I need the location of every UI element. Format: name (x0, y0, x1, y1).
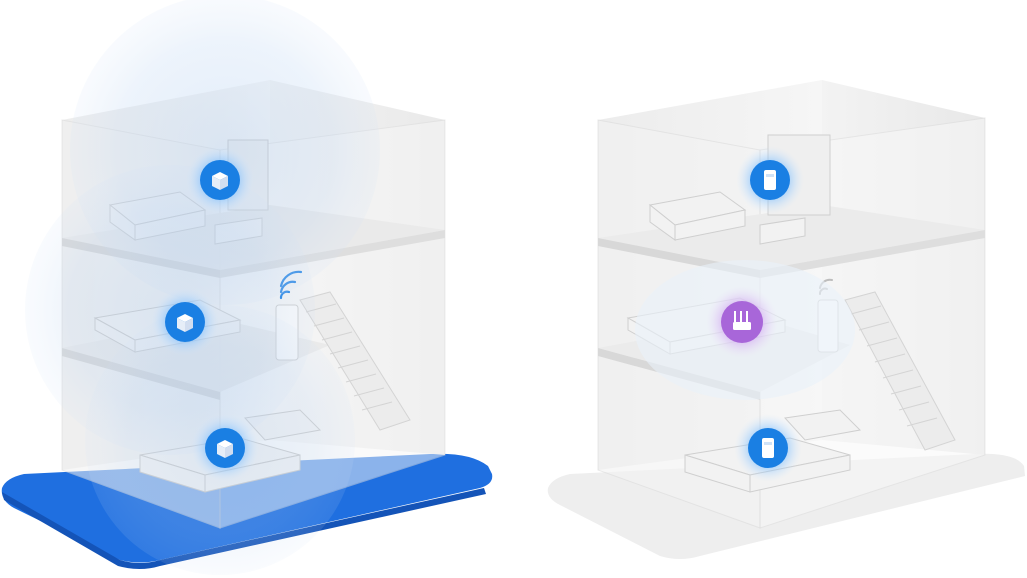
mesh-node-top (186, 146, 254, 214)
extender-icon (764, 170, 776, 190)
router-icon (733, 311, 751, 330)
extender-icon (762, 438, 774, 458)
extender-device-top (736, 146, 804, 214)
mesh-cube-icon (177, 314, 193, 332)
router-device-middle (706, 286, 778, 358)
mesh-node-bottom (191, 414, 259, 482)
mesh-cube-icon (217, 440, 233, 458)
mesh-cube-icon (212, 172, 228, 190)
extender-staircase (844, 291, 956, 451)
mesh-node-middle (151, 288, 219, 356)
mesh-scene (1, 0, 493, 575)
extender-scene (547, 80, 1025, 559)
extender-device-bottom (734, 414, 802, 482)
